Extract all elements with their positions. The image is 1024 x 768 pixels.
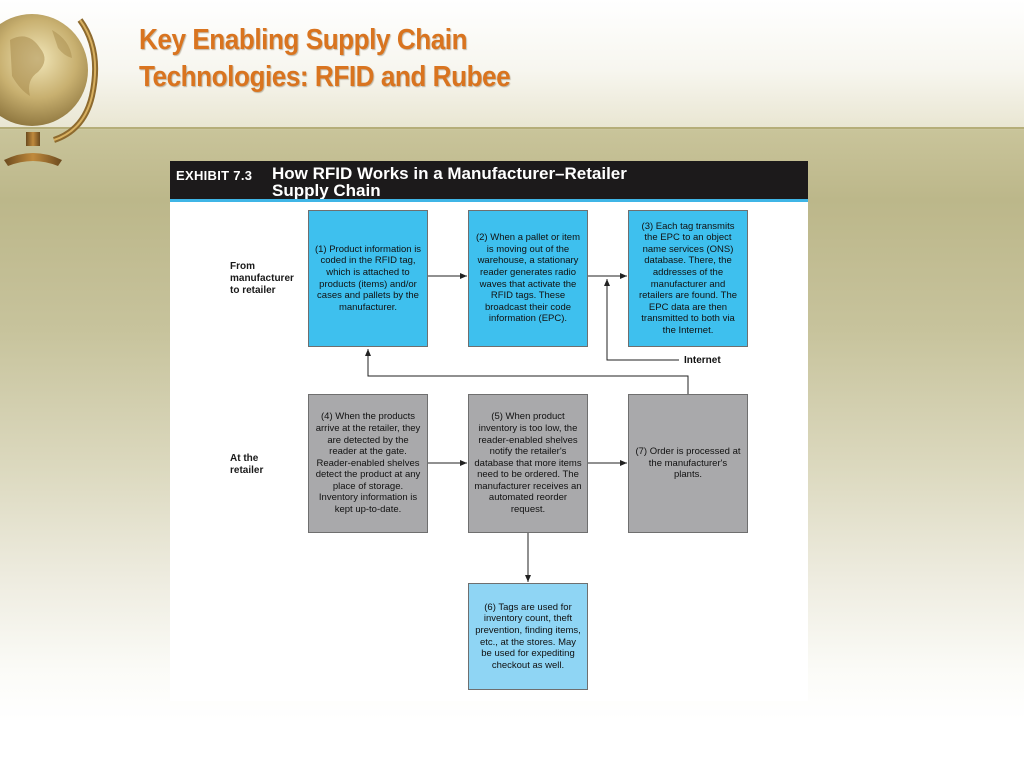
step-6-text: (6) Tags are used for inventory count, t… (475, 601, 581, 671)
exhibit-title-line1: How RFID Works in a Manufacturer–Retaile… (272, 164, 627, 183)
step-7-text: (7) Order is processed at the manufactur… (635, 446, 741, 481)
step-5-box: (5) When product inventory is too low, t… (468, 394, 588, 533)
exhibit-title: How RFID Works in a Manufacturer–Retaile… (272, 165, 792, 199)
step-1-box: (1) Product information is coded in the … (308, 210, 428, 347)
row-label-retailer-line2: retailer (230, 465, 264, 476)
exhibit-figure: EXHIBIT 7.3 How RFID Works in a Manufact… (170, 161, 808, 701)
slide-title-line2: Technologies: RFID and Rubee (139, 61, 511, 93)
step-2-text: (2) When a pallet or item is moving out … (475, 232, 580, 325)
slide-title-line1: Key Enabling Supply Chain (139, 24, 468, 56)
row-label-manufacturer: From manufacturer to retailer (230, 261, 294, 297)
exhibit-accent-rule (170, 199, 808, 202)
step-3-text: (3) Each tag transmits the EPC to an obj… (638, 220, 738, 336)
row-label-retailer: At the retailer (230, 453, 263, 477)
step-4-box: (4) When the products arrive at the reta… (308, 394, 428, 533)
flow-connectors (365, 273, 689, 582)
row-label-manufacturer-line2: manufacturer (230, 273, 294, 284)
step-3-box: (3) Each tag transmits the EPC to an obj… (628, 210, 748, 347)
step-6-box: (6) Tags are used for inventory count, t… (468, 583, 588, 690)
row-label-manufacturer-line1: From (230, 261, 255, 272)
exhibit-title-line2: Supply Chain (272, 181, 381, 200)
step-1-text: (1) Product information is coded in the … (314, 243, 422, 313)
internet-label: Internet (684, 355, 721, 366)
step-2-box: (2) When a pallet or item is moving out … (468, 210, 588, 347)
arrow-7-to-1 (365, 349, 689, 394)
step-7-box: (7) Order is processed at the manufactur… (628, 394, 748, 533)
exhibit-label: EXHIBIT 7.3 (176, 168, 253, 183)
exhibit-header: EXHIBIT 7.3 How RFID Works in a Manufact… (170, 161, 808, 199)
step-4-text: (4) When the products arrive at the reta… (315, 411, 421, 516)
header-band (0, 0, 1024, 128)
row-label-retailer-line1: At the (230, 453, 259, 464)
internet-link (604, 279, 679, 361)
header-rule (0, 127, 1024, 129)
row-label-manufacturer-line3: to retailer (230, 285, 276, 296)
step-5-text: (5) When product inventory is too low, t… (474, 411, 582, 516)
slide-title: Key Enabling Supply Chain Technologies: … (139, 22, 511, 96)
globe-image (0, 0, 110, 170)
